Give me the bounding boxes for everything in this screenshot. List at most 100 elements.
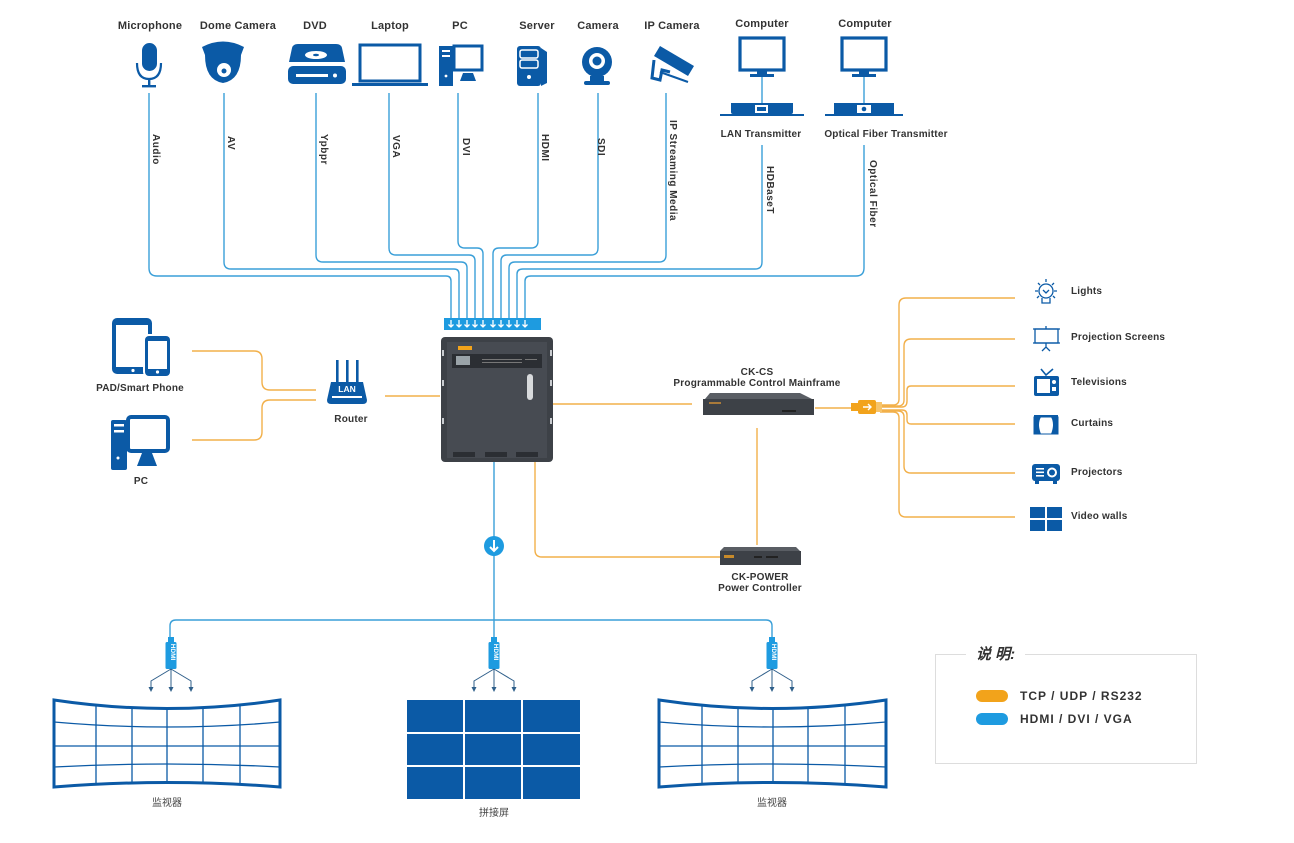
dvd-icon [288,44,346,84]
legend-swatch-orange [976,690,1008,702]
computer-monitor-icon-1 [738,36,786,77]
webcam-icon [582,47,612,85]
client-label-pad-phone: PAD/Smart Phone [96,383,184,394]
microphone-icon [135,43,163,88]
source-label-camera: Camera [577,20,619,32]
line-audio [148,93,452,318]
source-icons [135,36,888,88]
branch-projection-screens [880,338,1015,407]
signal-label-av: AV [225,136,236,151]
source-label-computer-1: Computer [735,18,789,30]
legend-box: 说 明: TCP / UDP / RS232 HDMI / DVI / VGA [935,643,1197,764]
router-label: Router [334,414,368,425]
mainframe-name-label: Programmable Control Mainframe [673,378,841,389]
optical-fiber-transmitter-device [825,103,903,116]
source-label-dome-camera: Dome Camera [199,20,277,32]
optical-fiber-transmitter-label: Optical Fiber Transmitter [824,129,948,140]
control-connector [851,400,882,414]
source-label-server: Server [519,20,555,32]
line-sdi [500,93,599,318]
device-label-televisions: Televisions [1071,377,1127,388]
ck-power-device [720,547,801,565]
legend-label-video: HDMI / DVI / VGA [1020,712,1133,726]
legend-label-control: TCP / UDP / RS232 [1020,689,1143,703]
tablet-phone-icon [112,318,171,376]
branch-projectors [880,410,1015,474]
output-arrow-icon [484,536,504,556]
laptop-icon [352,43,428,86]
device-label-projection-screens: Projection Screens [1071,332,1166,343]
client-label-pc: PC [133,476,149,487]
hdmi-label-right: HDMI [770,644,777,661]
source-label-pc: PC [452,20,468,32]
matrix-switcher-device [441,337,553,462]
input-arrows [448,320,528,328]
branch-lights [880,297,1015,406]
computer-monitor-icon-2 [840,36,888,77]
curtains-icon [1033,415,1059,435]
line-pc-router [192,399,316,441]
source-label-laptop: Laptop [371,20,409,32]
line-vga [388,93,476,318]
mainframe-model-label: CK-CS [740,367,774,378]
line-ypbpr [315,93,468,318]
device-label-projectors: Projectors [1071,467,1123,478]
output-label-left: 监视器 [152,798,182,809]
hdmi-label-left: HDMI [169,644,176,661]
server-icon [517,46,547,86]
output-label-right: 监视器 [757,798,787,809]
branch-televisions [880,385,1015,408]
line-hdbaset [516,145,763,318]
router-icon [327,360,367,404]
video-wall-icon [1030,507,1062,531]
network-icons: LAN [111,318,367,470]
lan-transmitter-device [720,103,804,116]
control-lines [192,297,1015,558]
branch-curtains [880,409,1015,425]
device-label-video-walls: Video walls [1071,511,1128,522]
line-hdmi [492,93,539,318]
branch-video-walls [880,411,1015,518]
line-matrix-power [534,460,720,558]
signal-label-dvi: DVI [460,138,471,157]
output-label-middle: 拼接屏 [479,808,509,819]
signal-label-vga: VGA [390,135,401,159]
signal-label-audio: Audio [150,134,161,165]
curved-monitor-wall-left [52,698,282,789]
signal-label-hdmi: HDMI [539,134,550,162]
line-av [223,93,460,318]
signal-label-ip-streaming-media: IP Streaming Media [667,120,678,222]
input-port-bar [444,318,541,330]
power-model-label: CK-POWER [731,572,789,583]
device-label-lights: Lights [1071,286,1103,297]
ip-camera-icon [650,46,694,83]
projector-icon [1032,464,1060,484]
line-ip-streaming [508,93,667,318]
signal-label-ypbpr: Ypbpr [318,134,329,165]
splicing-screen-wall [407,700,580,799]
line-optical-fiber [524,145,865,318]
line-output-bus [169,619,773,637]
signal-label-sdi: SDI [595,138,606,157]
device-label-curtains: Curtains [1071,418,1114,429]
light-bulb-icon [1035,279,1057,304]
source-label-microphone: Microphone [117,20,183,32]
source-label-computer-2: Computer [838,18,892,30]
television-icon [1034,368,1059,396]
lan-transmitter-label: LAN Transmitter [720,129,802,140]
legend-swatch-blue [976,713,1008,725]
pc-client-icon [111,415,170,470]
dome-camera-icon [202,41,244,83]
ck-cs-mainframe-device [703,393,814,415]
power-name-label: Power Controller [718,583,802,594]
router-badge: LAN [338,384,355,394]
legend-title: 说 明: [966,643,1026,664]
projection-screen-icon [1033,326,1060,352]
line-pad-router [192,350,316,391]
signal-label-hdbaset: HDBaseT [764,166,775,214]
hdmi-label-middle: HDMI [492,644,499,661]
